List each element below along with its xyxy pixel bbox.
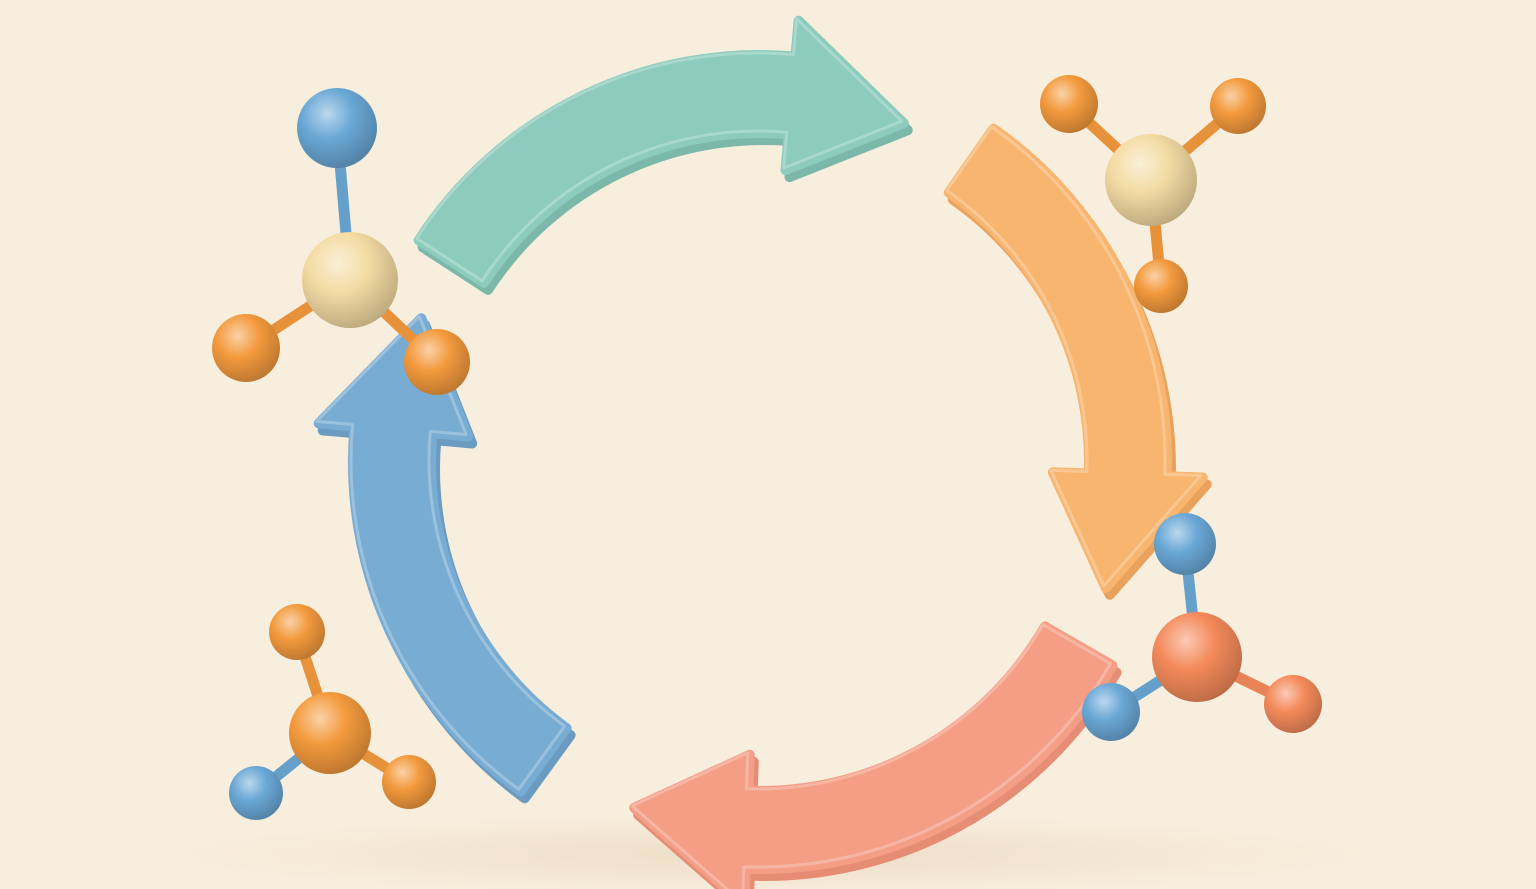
right-cycle-arrow [943, 123, 1212, 600]
top-right-molecule [1040, 75, 1266, 313]
right-arrow-body [943, 123, 1208, 593]
molecule-atom [1040, 75, 1098, 133]
molecule-atom [229, 766, 283, 820]
molecule-atom [1264, 675, 1322, 733]
bottom-arrow-highlight [630, 623, 1112, 889]
molecule-atom [297, 88, 377, 168]
molecule-center-atom [1152, 612, 1242, 702]
molecule-center-atom [302, 232, 398, 328]
cycle-arrows [313, 15, 1212, 889]
top-arrow-body [413, 15, 909, 288]
left-arrow-highlight [315, 314, 567, 791]
top-arrow-highlight [415, 17, 904, 283]
molecule-center-atom [1105, 134, 1197, 226]
left-cycle-arrow [313, 313, 576, 804]
molecule-atom [382, 755, 436, 809]
molecule-atom [1154, 513, 1216, 575]
top-cycle-arrow [413, 15, 913, 295]
molecules [212, 75, 1322, 820]
bottom-cycle-arrow [629, 621, 1122, 889]
bottom-arrow-body [629, 621, 1118, 889]
molecule-atom [1210, 78, 1266, 134]
left-arrow-body [313, 313, 572, 797]
molecule-center-atom [289, 692, 371, 774]
bottom-left-molecule [229, 604, 436, 820]
molecule-atom [404, 329, 470, 395]
molecule-atom [1082, 683, 1140, 741]
right-arrow-highlight [945, 125, 1203, 588]
molecule-atom [269, 604, 325, 660]
molecule-atom [212, 314, 280, 382]
bottom-right-molecule [1082, 513, 1322, 741]
top-left-molecule [212, 88, 470, 395]
molecule-atom [1134, 259, 1188, 313]
